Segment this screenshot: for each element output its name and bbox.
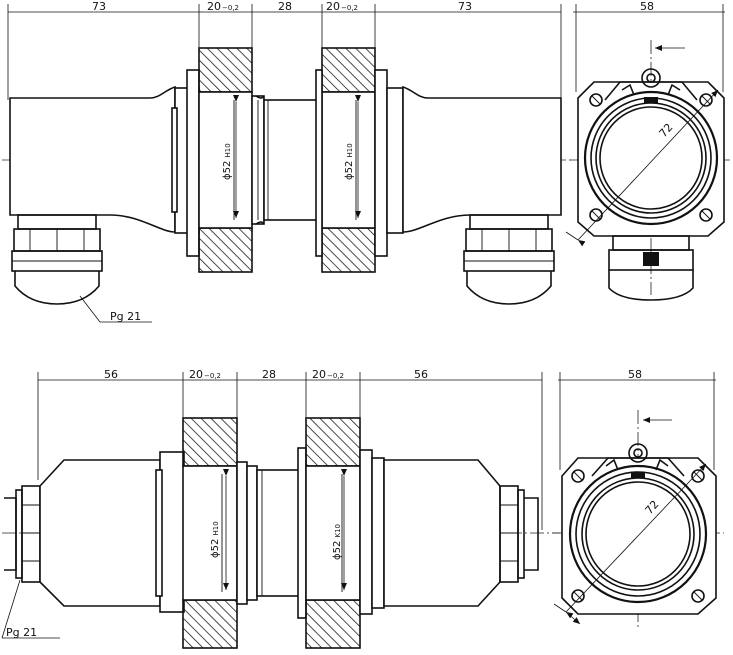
top-front-view: 73 20 −0,2 28 20 −0,2 73 Pg 21 xyxy=(2,0,572,323)
top-side-view: 58 72 xyxy=(565,0,730,301)
bottom-right-nut xyxy=(359,449,373,615)
top-right-bore: ϕ52 H10 xyxy=(344,143,355,180)
bottom-left-bore: ϕ52 H10 xyxy=(210,521,221,558)
bottom-side-width: 58 xyxy=(628,368,642,381)
top-right-flange xyxy=(321,91,376,229)
top-left-housing xyxy=(9,85,176,233)
bottom-side-diagonal xyxy=(565,463,707,613)
top-right-nut xyxy=(374,69,388,257)
dim-top-flange-left: 20 xyxy=(207,0,221,13)
dim-top-right: 73 xyxy=(458,0,472,13)
bottom-front-view: 56 20 −0,2 28 20 −0,2 56 Pg 21 xyxy=(1,368,560,649)
top-side-housing-plate xyxy=(577,81,725,237)
bottom-right-bore: ϕ52 K10 xyxy=(332,524,343,560)
top-right-wall xyxy=(321,47,376,93)
bottom-side-view: 58 72 xyxy=(552,368,724,630)
bottom-side-outer-ring xyxy=(568,464,708,604)
top-side-width: 58 xyxy=(640,0,654,13)
dim-bottom-middle: 28 xyxy=(262,368,276,381)
dim-top-flange-right: 20 xyxy=(326,0,340,13)
top-left-wall xyxy=(198,47,253,93)
top-side-outer-ring xyxy=(583,90,719,226)
dim-bottom-left: 56 xyxy=(104,368,118,381)
bottom-left-wall xyxy=(182,417,238,467)
bottom-right-flange xyxy=(305,465,361,601)
top-side-diagonal xyxy=(577,89,719,241)
bottom-right-wall xyxy=(305,417,361,467)
bottom-dimension-chain: 56 20 −0,2 28 20 −0,2 56 xyxy=(37,368,543,530)
top-thread-label: Pg 21 xyxy=(110,310,141,323)
top-middle-coupling xyxy=(263,99,323,221)
dim-top-flange-left-tol: −0,2 xyxy=(222,4,239,12)
top-dimension-chain: 73 20 −0,2 28 20 −0,2 73 xyxy=(7,0,562,100)
dim-bottom-flange-right-tol: −0,2 xyxy=(327,372,344,380)
top-right-housing xyxy=(402,85,562,233)
top-right-cable-gland xyxy=(463,214,555,305)
bottom-thread-label: Pg 21 xyxy=(6,626,37,639)
dim-top-flange-right-tol: −0,2 xyxy=(341,4,358,12)
dim-top-left: 73 xyxy=(92,0,106,13)
bottom-left-housing xyxy=(39,459,161,607)
top-left-cable-gland xyxy=(11,214,103,305)
dim-bottom-right: 56 xyxy=(414,368,428,381)
dim-bottom-flange-left: 20 xyxy=(189,368,203,381)
bottom-right-housing xyxy=(383,459,501,607)
bottom-left-flange xyxy=(182,465,238,601)
bottom-right-cable-gland xyxy=(499,485,539,583)
dim-bottom-flange-left-tol: −0,2 xyxy=(204,372,221,380)
dim-bottom-flange-right: 20 xyxy=(312,368,326,381)
top-left-bore: ϕ52 H10 xyxy=(222,143,233,180)
bottom-left-cable-gland xyxy=(4,485,41,583)
dim-top-middle: 28 xyxy=(278,0,292,13)
